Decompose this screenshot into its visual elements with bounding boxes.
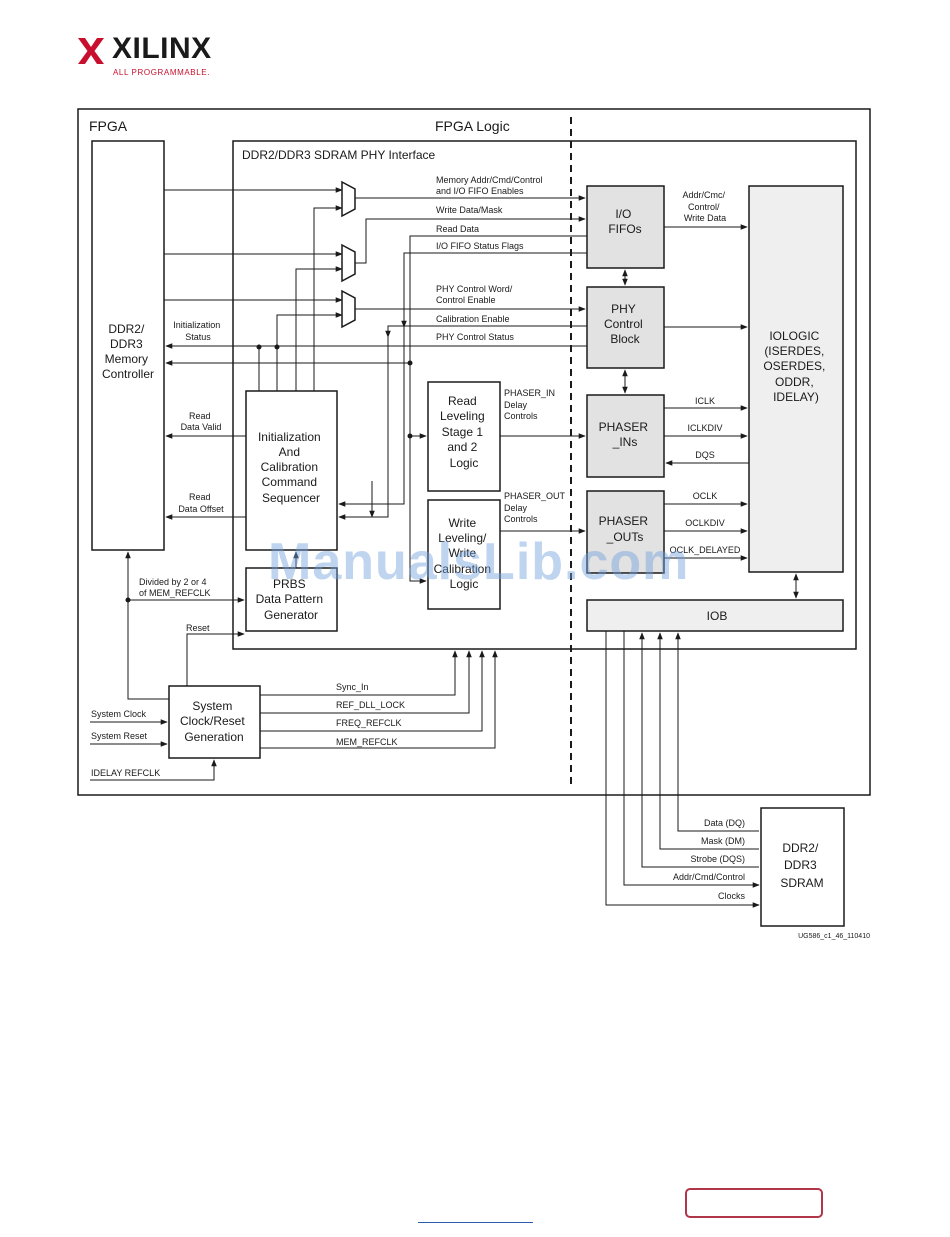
phy-control-block [586, 286, 665, 369]
signal-phy-status-label: PHY Control Status [436, 332, 514, 342]
signal-ref-dll-label: REF_DLL_LOCK [336, 700, 405, 710]
signal-oclk-delayed-label: OCLK_DELAYED [670, 545, 741, 555]
signal-mem-addr-label: Memory Addr/Cmd/Control and I/O FIFO Ena… [436, 175, 545, 196]
system-clock-reset-label: System Clock/Reset Generation [180, 699, 248, 744]
signal-divided-label: Divided by 2 or 4 of MEM_REFCLK [139, 577, 211, 598]
signal-system-clock-label: System Clock [91, 709, 147, 719]
signal-mem-refclk-label: MEM_REFCLK [336, 737, 398, 747]
junction-dot [407, 360, 413, 366]
init-cal-sequencer-label: Initialization And Calibration Command S… [258, 430, 324, 505]
signal-oclkdiv-label: OCLKDIV [685, 518, 725, 528]
signal-oclk-label: OCLK [693, 491, 718, 501]
signal-addr-cmd-ctrl-label: Addr/Cmd/Control [673, 872, 745, 882]
figure-id: UG586_c1_46_110410 [798, 933, 870, 940]
phaser-ins-label: PHASER _INs [599, 420, 652, 449]
bottom-link-underline[interactable] [418, 1222, 533, 1223]
signal-phy-ctrl-word-label: PHY Control Word/ Control Enable [436, 284, 515, 305]
write-leveling-label: Write Leveling/ Write Calibration Logic [434, 516, 495, 591]
signal-iclk-label: ICLK [695, 396, 715, 406]
phy-interface-label: DDR2/DDR3 SDRAM PHY Interface [242, 148, 435, 162]
signal-data-dq-label: Data (DQ) [704, 818, 745, 828]
phaser-ins-block [586, 394, 665, 478]
signal-phaser-out-ctrl-label: PHASER_OUT Delay Controls [504, 491, 567, 524]
junction-dot [274, 344, 280, 350]
phaser-outs-block [586, 490, 665, 574]
signal-read-valid-label: Read Data Valid [181, 411, 222, 432]
signal-init-status-label: Initialization Status [173, 320, 223, 342]
read-leveling-label: Read Leveling Stage 1 and 2 Logic [440, 394, 488, 470]
ddr-sdram-block [760, 807, 845, 927]
iologic-block [748, 185, 844, 573]
phaser-outs-label: PHASER _OUTs [599, 514, 652, 544]
phy-interface-frame [232, 140, 857, 650]
memory-controller-block [91, 140, 165, 551]
signal-read-data-label: Read Data [436, 224, 479, 234]
signal-reset-label: Reset [186, 623, 210, 633]
signal-fifo-status-label: I/O FIFO Status Flags [436, 241, 524, 251]
junction-dot [407, 433, 413, 439]
fpga-label: FPGA [89, 118, 128, 134]
signal-cal-enable-label: Calibration Enable [436, 314, 510, 324]
signal-iclkdiv-label: ICLKDIV [687, 423, 722, 433]
signal-idelay-refclk-label: IDELAY REFCLK [91, 768, 160, 778]
signal-freq-refclk-label: FREQ_REFCLK [336, 718, 402, 728]
logo-tagline: ALL PROGRAMMABLE. [113, 68, 211, 77]
prbs-generator-block [245, 567, 338, 632]
logo-wordmark: XILINX [112, 32, 212, 65]
fpga-frame [77, 108, 871, 796]
signal-phaser-in-ctrl-label: PHASER_IN Delay Controls [504, 388, 558, 421]
memory-controller-label: DDR2/ DDR3 Memory Controller [102, 322, 154, 381]
mux-1-icon [341, 180, 356, 218]
prbs-generator-label: PRBS Data Pattern Generator [256, 577, 327, 622]
iob-label: IOB [707, 609, 728, 623]
signal-system-reset-label: System Reset [91, 731, 148, 741]
mux-2-icon [341, 243, 356, 283]
signal-clocks-label: Clocks [718, 891, 746, 901]
io-fifos-label: I/O FIFOs [608, 207, 641, 236]
signal-dqs-label: DQS [695, 450, 715, 460]
write-leveling-block [427, 499, 501, 610]
signal-mask-dm-label: Mask (DM) [701, 836, 745, 846]
iob-block [586, 599, 844, 632]
watermark-text: ManualsLib.com [268, 533, 690, 591]
ddr-sdram-label: DDR2/ DDR3 SDRAM [780, 841, 823, 890]
init-cal-sequencer-block [245, 390, 338, 551]
system-clock-reset-block [168, 685, 261, 759]
fpga-logic-label: FPGA Logic [435, 118, 510, 134]
signal-strobe-dqs-label: Strobe (DQS) [690, 854, 745, 864]
mux-3-icon [341, 289, 356, 329]
iologic-label: IOLOGIC (ISERDES, OSERDES, ODDR, IDELAY) [763, 329, 828, 404]
signal-sync-in-label: Sync_In [336, 682, 369, 692]
signal-addr-cmc-label: Addr/Cmc/ Control/ Write Data [682, 190, 727, 223]
xilinx-logo-icon [78, 38, 104, 64]
signal-read-offset-label: Read Data Offset [178, 492, 224, 514]
junction-dot [256, 344, 262, 350]
signal-write-data-label: Write Data/Mask [436, 205, 503, 215]
read-leveling-block [427, 381, 501, 492]
junction-dot [125, 597, 131, 603]
callout-box[interactable] [685, 1188, 823, 1218]
phy-control-label: PHY Control Block [604, 302, 646, 346]
io-fifos-block [586, 185, 665, 269]
